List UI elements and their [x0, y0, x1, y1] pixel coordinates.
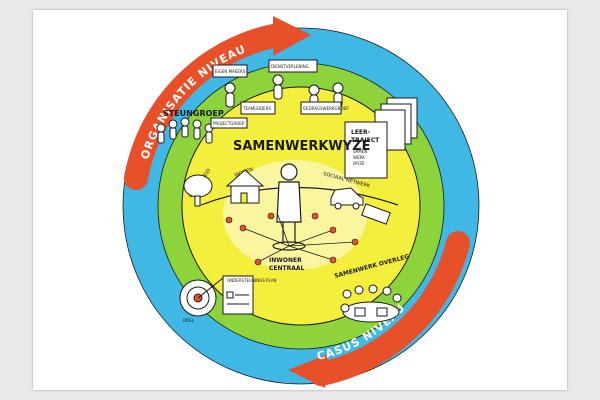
- central-person: [272, 163, 306, 251]
- meeting-group: [340, 284, 402, 323]
- leertraject-title2: TRAJECT: [351, 137, 380, 144]
- ondersteuningsplan-document: [222, 275, 254, 315]
- leertraject-title1: LEER-: [351, 129, 371, 136]
- samenwerkwyze-diagram: ORGANISATIE NIVEAU CASUS NIVEAU EIGEN MA…: [122, 16, 480, 388]
- center-label-line2: CENTRAAL: [269, 265, 305, 272]
- ondersteuningsplan-label: ONDERSTEUNINGS PLAN: [227, 278, 277, 283]
- house-drawing: [225, 169, 265, 204]
- projectgroep-label: PROJECTGROEP: [213, 121, 245, 126]
- leertraject-sub2: WERK: [353, 155, 365, 160]
- diagram-sheet: ORGANISATIE NIVEAU CASUS NIVEAU EIGEN MA…: [33, 10, 567, 390]
- diagram-title: SAMENWERKWYZE: [233, 139, 370, 154]
- target-label: DOEL: [183, 318, 195, 323]
- target-drawing: [179, 277, 224, 317]
- center-label-line1: INWONER: [269, 257, 302, 264]
- leertraject-sub3: WYZE: [353, 161, 365, 166]
- radiating-lines: [242, 214, 356, 263]
- tree-drawing: [183, 174, 213, 207]
- stuurgroep-label: STEUNGROEP: [163, 109, 224, 118]
- location-pins: [225, 212, 359, 266]
- left-people-group: [156, 117, 248, 144]
- sign-eigen-makers: EIGEN MAKERS: [215, 69, 246, 74]
- car-drawing: [330, 187, 364, 210]
- sign-teamleiders: TEAMLEIDERS: [242, 106, 271, 111]
- sign-gedragswerkgroep: GEDRAGSWERKGROEP: [303, 106, 349, 111]
- leertraject-sub1: SAMEN: [353, 149, 367, 154]
- top-people-group: [212, 59, 344, 115]
- bus-drawing: [361, 203, 391, 225]
- leertraject-documents: [344, 97, 418, 179]
- sign-dienstverlening: DIENSTVERLENING: [271, 64, 309, 69]
